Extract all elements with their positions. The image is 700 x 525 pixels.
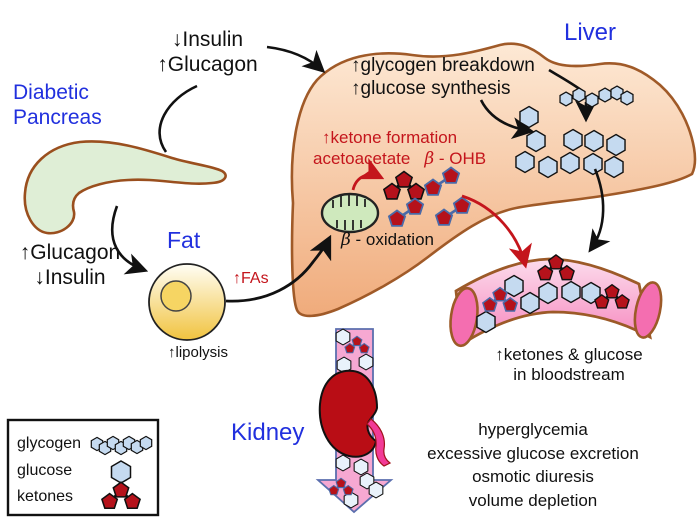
acetoacetate-text: acetoacetate — [313, 149, 411, 168]
arrow-mitochondria-to-ketones — [351, 157, 385, 191]
ketone-formation-label: ↑ketone formation — [322, 128, 458, 147]
glucose-icon — [110, 460, 132, 484]
glucose-icon — [504, 274, 524, 298]
acetoacetate-ohb-label: acetoacetate β - OHB — [313, 149, 486, 169]
arrow-pancreas-to-hormones — [158, 84, 198, 153]
beta-symbol: β — [424, 149, 435, 169]
fat-label: Fat — [167, 227, 201, 253]
glucose-icon — [538, 155, 558, 179]
glucose-icon — [358, 353, 374, 371]
outcome-item: volume depletion — [468, 490, 598, 510]
glucose-icon — [584, 129, 604, 153]
outcome-item: excessive glucose excretion — [427, 443, 639, 463]
ureter-shape — [366, 418, 392, 467]
outcome-item: osmotic diuresis — [472, 467, 594, 486]
glucose-icon — [583, 152, 603, 176]
outcome-item: hyperglycemia — [478, 420, 588, 439]
glucose-icon — [515, 150, 535, 174]
glucose-icon — [476, 310, 496, 334]
kidney-label: Kidney — [231, 419, 305, 446]
mitochondria-icon — [320, 192, 380, 234]
arrow-ketones-to-vessel — [461, 194, 532, 269]
legend-box — [6, 418, 160, 517]
glucose-icon — [520, 291, 540, 315]
glucose-icon — [560, 151, 580, 175]
hormones-left-label: ↑Glucagon ↓Insulin — [19, 241, 121, 289]
blood-vessel — [449, 255, 663, 348]
glucagon-up-text: ↑Glucagon — [157, 52, 258, 76]
liver-label: Liver — [564, 19, 617, 46]
pancreas-title: Diabetic Pancreas — [13, 81, 102, 129]
glucose-icon — [561, 280, 581, 304]
lipolysis-label: ↑lipolysis — [167, 344, 228, 361]
glucose-icon — [368, 481, 384, 499]
glucose-icon — [335, 328, 351, 346]
fat-cell-nucleus — [160, 280, 192, 312]
legend-glucose-label: glucose — [17, 462, 73, 479]
outcomes-list: hyperglycemia excessive glucose excretio… — [396, 418, 670, 512]
pancreas-shape — [23, 140, 227, 235]
beta-oxidation-label: β - oxidation — [341, 230, 434, 250]
legend-glycogen-label: glycogen — [17, 435, 82, 452]
glucose-icon — [538, 281, 558, 305]
insulin-down-text: ↓Insulin — [171, 28, 244, 51]
arrow-pancreas-to-fat — [111, 205, 149, 275]
arrow-hormones-to-liver — [266, 45, 326, 73]
beta-symbol: β — [341, 230, 351, 250]
legend-ketones-label: ketones — [17, 488, 74, 505]
liver-processes-label: ↑glycogen breakdown ↑glucose synthesis — [351, 55, 535, 99]
glucose-icon — [604, 155, 624, 179]
vessel-end-cap — [449, 286, 479, 348]
bloodstream-caption: ↑ketones & glucose in bloodstream — [495, 345, 643, 384]
fas-label: ↑FAs — [233, 270, 269, 287]
glucose-icon — [519, 105, 539, 129]
hormones-top-label: ↓Insulin ↑Glucagon — [145, 28, 270, 78]
vessel-end-cap — [633, 281, 663, 339]
glucose-icon — [526, 129, 546, 153]
oxidation-text: - oxidation — [350, 230, 434, 249]
glucose-icon — [606, 133, 626, 157]
arrow-glucose-to-vessel — [588, 168, 611, 253]
kidney-shape — [318, 369, 379, 458]
arrow-synthesis-to-glucose — [479, 99, 535, 140]
glucose-icon — [335, 454, 351, 472]
glucose-icon — [563, 128, 583, 152]
ohb-text: - OHB — [434, 149, 487, 168]
arrow-fat-to-mitochondria — [225, 234, 332, 303]
glucose-icon — [353, 458, 369, 476]
